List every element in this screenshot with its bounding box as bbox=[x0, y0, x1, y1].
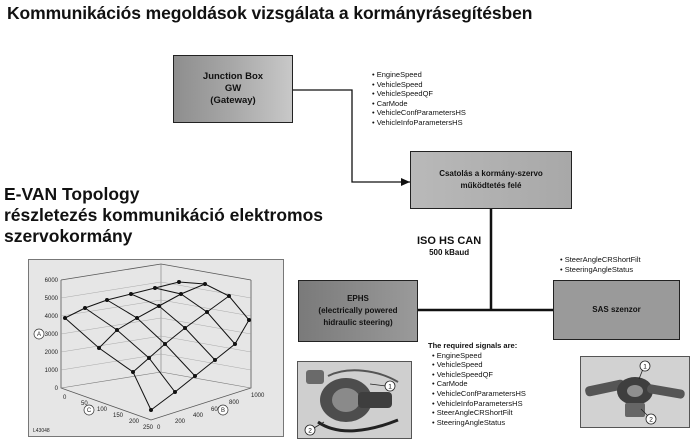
sas-label: SAS szenzor bbox=[592, 305, 641, 314]
gateway-to-coupling-line bbox=[293, 89, 410, 183]
sas-signal-list: SteerAngleCRShortFilt SteeringAngleStatu… bbox=[560, 255, 641, 274]
signal-item: VehicleSpeed bbox=[432, 360, 526, 370]
y-tick: 400 bbox=[193, 413, 204, 419]
marker-c: C bbox=[87, 408, 92, 414]
signal-item: SteeringAngleStatus bbox=[432, 418, 526, 428]
signal-item: VehicleSpeedQF bbox=[372, 89, 466, 99]
can-bus-rate: 500 kBaud bbox=[429, 248, 470, 257]
marker-b: B bbox=[221, 408, 225, 414]
signal-item: CarMode bbox=[372, 99, 466, 109]
ephs-pump-illustration: 1 2 bbox=[298, 362, 411, 438]
photo-right-marker-1: 1 bbox=[643, 364, 647, 371]
signal-item: VehicleInfoParametersHS bbox=[432, 399, 526, 409]
junction-box-gateway: Junction Box GW (Gateway) bbox=[173, 55, 293, 123]
z-tick: 6000 bbox=[45, 278, 59, 284]
required-signal-list: EngineSpeed VehicleSpeed VehicleSpeedQF … bbox=[428, 351, 526, 428]
sas-sensor-box: SAS szenzor bbox=[553, 280, 680, 340]
signal-item: VehicleInfoParametersHS bbox=[372, 118, 466, 128]
required-signals-title: The required signals are: bbox=[428, 341, 518, 350]
signal-item: CarMode bbox=[432, 379, 526, 389]
signal-item: VehicleConfParametersHS bbox=[372, 108, 466, 118]
signal-item: VehicleSpeedQF bbox=[432, 370, 526, 380]
signal-item: VehicleSpeed bbox=[372, 80, 466, 90]
signal-item: SteerAngleCRShortFilt bbox=[432, 408, 526, 418]
photo-left-marker-1: 1 bbox=[388, 384, 392, 391]
y-tick: 200 bbox=[175, 419, 186, 425]
photo-left-marker-2: 2 bbox=[308, 428, 312, 435]
section-subtitle: E-VAN Topology részletezés kommunikáció … bbox=[4, 184, 323, 247]
z-tick: 2000 bbox=[45, 350, 59, 356]
ephs-pump-photo: 1 2 bbox=[297, 361, 412, 439]
sas-sensor-photo: 1 2 bbox=[580, 356, 690, 428]
can-bus-label: ISO HS CAN 500 kBaud bbox=[417, 235, 481, 257]
signal-item: SteerAngleCRShortFilt bbox=[560, 255, 641, 265]
x-tick: 0 bbox=[63, 395, 67, 401]
gateway-abbr: GW bbox=[224, 83, 242, 94]
x-tick: 100 bbox=[97, 407, 108, 413]
z-tick: 3000 bbox=[45, 332, 59, 338]
z-tick: 1000 bbox=[45, 368, 59, 374]
surface-plot-drawing: 6000 5000 4000 3000 2000 1000 0 0 50 100… bbox=[33, 263, 265, 434]
y-tick: 1000 bbox=[251, 393, 265, 399]
z-tick: 4000 bbox=[45, 314, 59, 320]
assist-map-plot-image: 6000 5000 4000 3000 2000 1000 0 0 50 100… bbox=[28, 259, 284, 437]
ephs-desc-line-2: hidraulic steering) bbox=[323, 318, 393, 327]
ephs-label: EPHS bbox=[347, 294, 369, 303]
subtitle-line-3: szervokormány bbox=[4, 226, 133, 246]
plot-code: L43048 bbox=[33, 428, 50, 434]
x-tick: 250 bbox=[143, 425, 154, 431]
y-tick: 800 bbox=[229, 400, 240, 406]
marker-a: A bbox=[37, 332, 41, 338]
x-tick: 150 bbox=[113, 413, 124, 419]
subtitle-line-1: E-VAN Topology bbox=[4, 184, 140, 204]
gateway-label: (Gateway) bbox=[210, 95, 256, 106]
y-tick: 600 bbox=[211, 407, 222, 413]
x-tick: 50 bbox=[81, 401, 88, 407]
can-bus-name: ISO HS CAN bbox=[417, 235, 482, 247]
z-tick: 5000 bbox=[45, 296, 59, 302]
coupling-label-line-2: működtetés felé bbox=[460, 181, 522, 190]
arrowhead bbox=[401, 178, 410, 186]
sas-sensor-illustration: 1 2 bbox=[581, 357, 689, 427]
signal-item: SteeringAngleStatus bbox=[560, 265, 641, 275]
signal-item: EngineSpeed bbox=[372, 70, 466, 80]
required-signals-block: The required signals are: EngineSpeed Ve… bbox=[428, 341, 526, 427]
page-title: Kommunikációs megoldások vizsgálata a ko… bbox=[7, 3, 533, 23]
photo-right-marker-2: 2 bbox=[649, 417, 653, 424]
gateway-signal-list: EngineSpeed VehicleSpeed VehicleSpeedQF … bbox=[372, 70, 466, 128]
coupling-label-line-1: Csatolás a kormány-szervo bbox=[439, 169, 543, 178]
signal-item: EngineSpeed bbox=[432, 351, 526, 361]
signal-item: VehicleConfParametersHS bbox=[432, 389, 526, 399]
ephs-box: EPHS (electrically powered hidraulic ste… bbox=[298, 280, 418, 342]
subtitle-line-2: részletezés kommunikáció elektromos bbox=[4, 205, 324, 225]
junction-box-label: Junction Box bbox=[202, 71, 264, 82]
coupling-box: Csatolás a kormány-szervo működtetés fel… bbox=[410, 151, 572, 209]
z-tick: 0 bbox=[55, 386, 59, 392]
y-tick: 0 bbox=[157, 425, 161, 431]
ephs-desc-line-1: (electrically powered bbox=[318, 306, 398, 315]
x-tick: 200 bbox=[129, 419, 140, 425]
